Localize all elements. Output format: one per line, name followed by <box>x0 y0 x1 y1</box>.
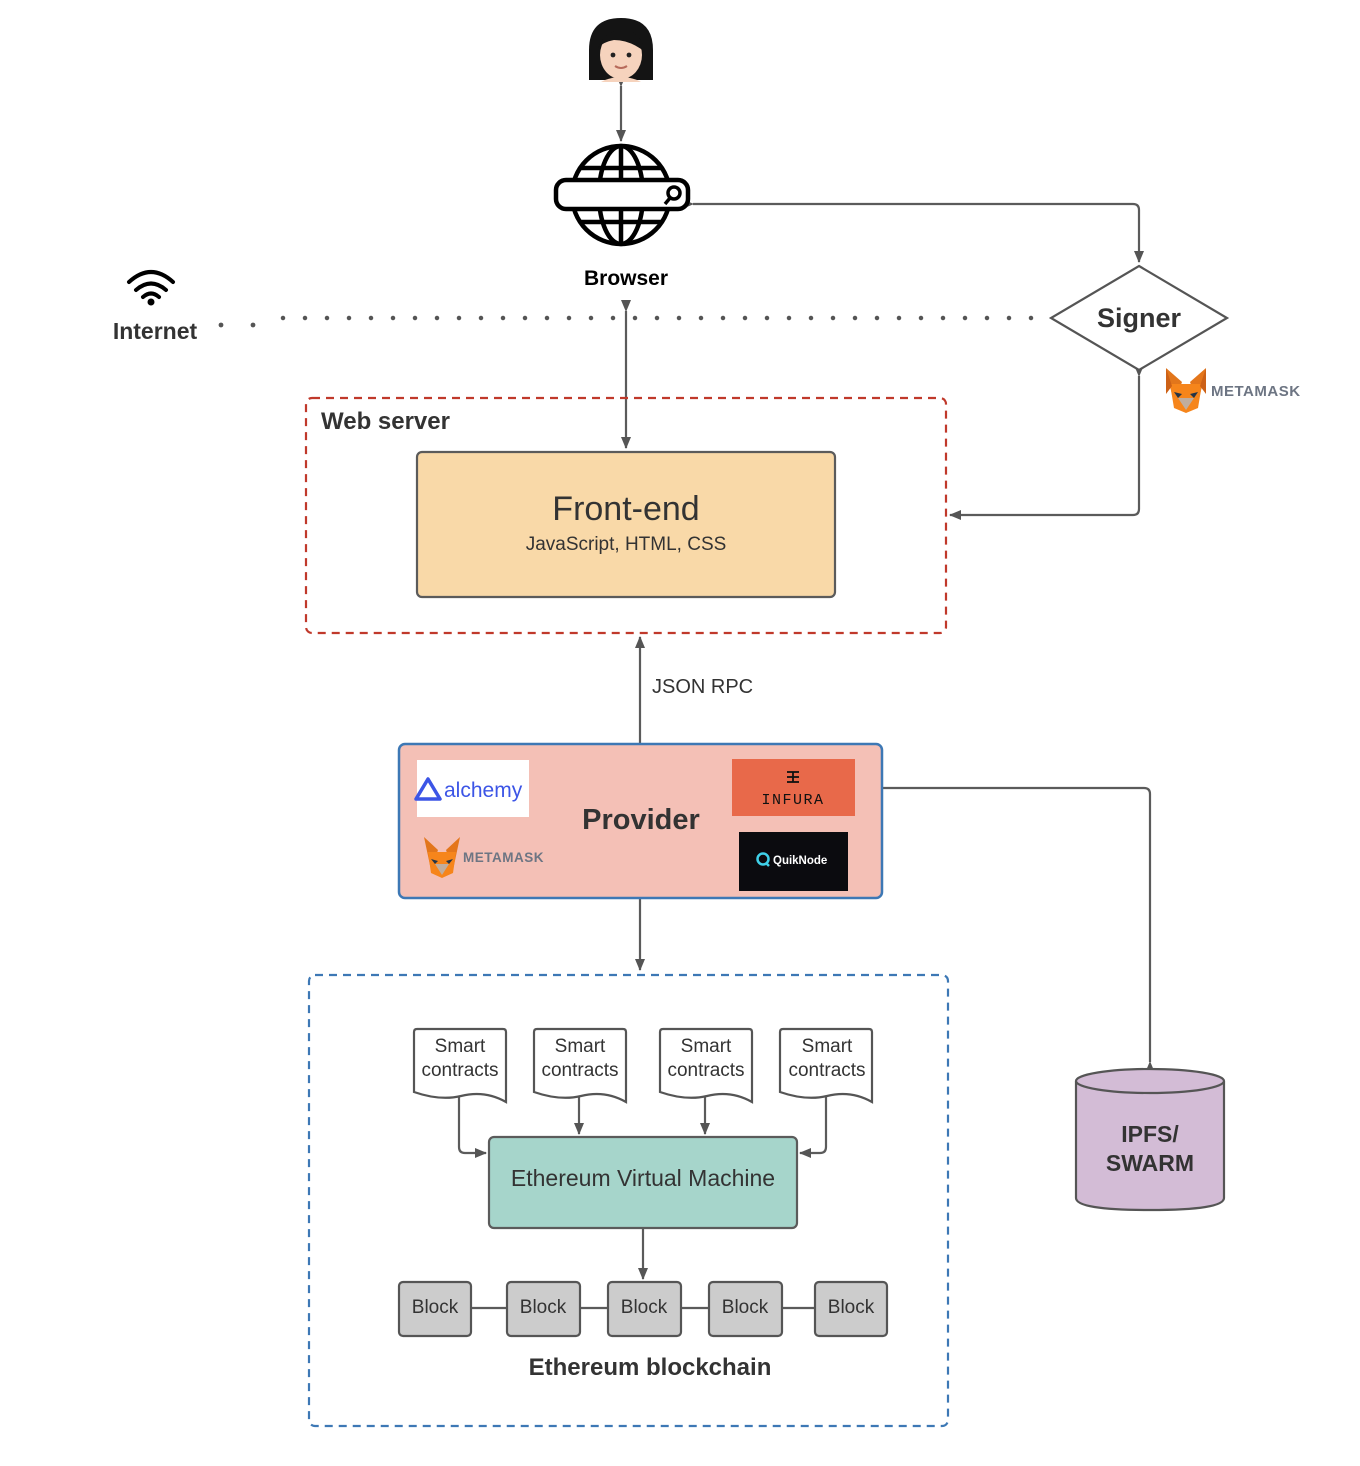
smart-contract-line1: Smart <box>555 1036 606 1057</box>
block <box>606 1280 683 1338</box>
smart-contract-doc: Smart contracts <box>532 1027 628 1104</box>
metamask-fox-icon <box>1166 368 1206 413</box>
quicknode-logo: QuikNode <box>739 832 848 891</box>
json-rpc-label: JSON RPC <box>652 676 753 698</box>
smart-contract-line2: contracts <box>667 1060 744 1081</box>
smart-contract-line1: Smart <box>435 1036 486 1057</box>
edge-contract1-evm <box>457 1095 487 1158</box>
smart-contract-line2: contracts <box>788 1060 865 1081</box>
alchemy-wordmark: alchemy <box>444 779 523 802</box>
metamask-fox-icon <box>424 837 460 878</box>
block-label: Block <box>520 1297 567 1318</box>
block-label: Block <box>828 1297 875 1318</box>
smart-contract-line1: Smart <box>681 1036 732 1057</box>
web-server-container <box>304 396 948 635</box>
smart-contract-line2: contracts <box>541 1060 618 1081</box>
smart-contract-line2: contracts <box>421 1060 498 1081</box>
infura-wordmark: INFURA <box>761 792 824 809</box>
woman-avatar-icon <box>589 18 653 82</box>
provider-label: Provider <box>582 804 700 836</box>
browser-label: Browser <box>584 267 668 290</box>
infura-logo: INFURA <box>732 759 855 816</box>
signer-diamond <box>1048 264 1230 372</box>
frontend-title: Front-end <box>552 490 699 528</box>
smart-contract-doc: Smart contracts <box>658 1027 754 1104</box>
storage-line1: IPFS/ <box>1121 1121 1179 1147</box>
evm-box <box>487 1135 799 1230</box>
blockchain-label: Ethereum blockchain <box>529 1354 772 1381</box>
internet-boundary <box>218 315 1049 328</box>
quicknode-wordmark: QuikNode <box>773 855 827 867</box>
globe-browser-icon <box>553 143 691 247</box>
block <box>813 1280 889 1338</box>
provider-metamask-wordmark: METAMASK <box>463 850 544 865</box>
smart-contracts: Smart contracts Smart contracts Smart co… <box>412 1027 874 1104</box>
smart-contract-doc: Smart contracts <box>412 1027 508 1104</box>
internet-label: Internet <box>113 318 198 344</box>
smart-contract-line1: Smart <box>802 1036 853 1057</box>
storage-line2: SWARM <box>1106 1150 1194 1176</box>
edge-provider-storage <box>857 783 1155 1073</box>
edge-contract4-evm <box>799 1095 828 1158</box>
blocks: Block Block Block Block Block <box>397 1280 889 1338</box>
storage-cylinder <box>1074 1067 1226 1212</box>
block-label: Block <box>722 1297 769 1318</box>
web-server-label: Web server <box>321 408 450 435</box>
smart-contract-doc: Smart contracts <box>778 1027 874 1104</box>
block-label: Block <box>412 1297 459 1318</box>
signer-label: Signer <box>1097 303 1182 333</box>
evm-label: Ethereum Virtual Machine <box>511 1165 775 1191</box>
edge-signer-webserver <box>949 365 1144 520</box>
blockchain-container <box>307 973 950 1428</box>
block <box>707 1280 784 1338</box>
edge-browser-signer <box>682 199 1144 263</box>
block-label: Block <box>621 1297 668 1318</box>
frontend-subtitle: JavaScript, HTML, CSS <box>526 534 727 555</box>
frontend-box <box>415 450 837 599</box>
block <box>397 1280 473 1338</box>
alchemy-logo: alchemy <box>414 760 529 817</box>
signer-metamask-wordmark: METAMASK <box>1211 383 1301 400</box>
wifi-icon <box>127 270 175 306</box>
block <box>505 1280 582 1338</box>
connectors <box>457 75 1155 1310</box>
